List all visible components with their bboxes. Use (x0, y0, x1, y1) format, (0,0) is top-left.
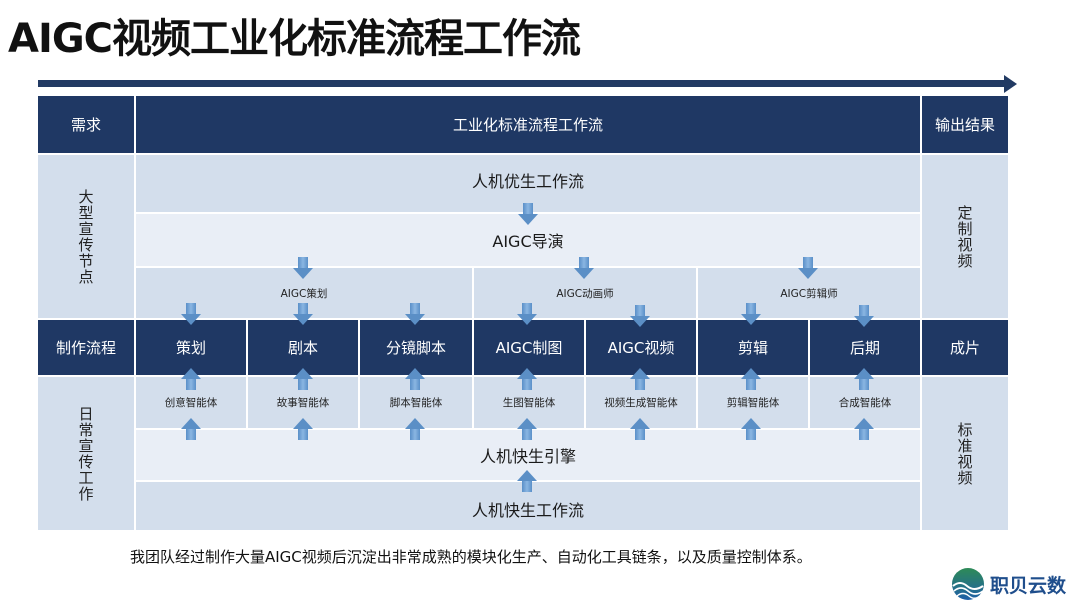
step-post-production: 后期 (810, 320, 920, 375)
header-demand: 需求 (38, 96, 134, 153)
role-aigc-animator: AIGC动画师 (474, 268, 696, 318)
arrow-down-icon (293, 303, 313, 325)
step-planning: 策划 (136, 320, 246, 375)
arrow-up-icon (293, 368, 313, 390)
human-machine-premium-workflow: 人机优生工作流 (136, 155, 920, 212)
right-standard-video: 标准视频 (922, 377, 1008, 530)
step-script: 剧本 (248, 320, 358, 375)
arrow-down-icon (741, 303, 761, 325)
header-workflow: 工业化标准流程工作流 (136, 96, 920, 153)
left-large-campaign-label: 大型宣传节点 (76, 188, 95, 285)
timeline-arrow-icon (1004, 75, 1017, 93)
arrow-up-icon (517, 470, 537, 492)
right-custom-video-label: 定制视频 (955, 204, 974, 269)
arrow-up-icon (405, 368, 425, 390)
page-title: AIGC视频工业化标准流程工作流 (8, 16, 581, 62)
role-aigc-editor: AIGC剪辑师 (698, 268, 920, 318)
left-large-campaign: 大型宣传节点 (38, 155, 134, 318)
caption: 我团队经过制作大量AIGC视频后沉淀出非常成熟的模块化生产、自动化工具链条，以及… (130, 548, 812, 566)
arrow-down-icon (854, 305, 874, 327)
arrow-down-icon (574, 257, 594, 279)
arrow-up-icon (741, 418, 761, 440)
logo-text: 职贝云数 (990, 574, 1067, 597)
arrow-up-icon (854, 418, 874, 440)
arrow-down-icon (798, 257, 818, 279)
right-custom-video: 定制视频 (922, 155, 1008, 318)
step-storyboard: 分镜脚本 (360, 320, 472, 375)
left-daily-campaign-label: 日常宣传工作 (76, 405, 95, 502)
arrow-up-icon (741, 368, 761, 390)
step-aigc-video: AIGC视频 (586, 320, 696, 375)
right-standard-video-label: 标准视频 (955, 421, 974, 486)
arrow-up-icon (181, 368, 201, 390)
arrow-up-icon (630, 368, 650, 390)
wave-globe-icon (952, 568, 984, 600)
arrow-up-icon (181, 418, 201, 440)
arrow-up-icon (517, 418, 537, 440)
brand-logo: 职贝云数 (950, 564, 1075, 604)
arrow-down-icon (630, 305, 650, 327)
arrow-down-icon (293, 257, 313, 279)
arrow-up-icon (854, 368, 874, 390)
arrow-down-icon (405, 303, 425, 325)
right-final-cut: 成片 (922, 320, 1008, 375)
step-editing: 剪辑 (698, 320, 808, 375)
arrow-up-icon (630, 418, 650, 440)
arrow-up-icon (517, 368, 537, 390)
arrow-up-icon (293, 418, 313, 440)
header-output: 输出结果 (922, 96, 1008, 153)
arrow-down-icon (181, 303, 201, 325)
step-aigc-image: AIGC制图 (474, 320, 584, 375)
left-production-process: 制作流程 (38, 320, 134, 375)
arrow-down-icon (517, 303, 537, 325)
timeline-bar (38, 80, 1004, 87)
arrow-up-icon (405, 418, 425, 440)
left-daily-campaign: 日常宣传工作 (38, 377, 134, 530)
arrow-down-icon (518, 203, 538, 225)
